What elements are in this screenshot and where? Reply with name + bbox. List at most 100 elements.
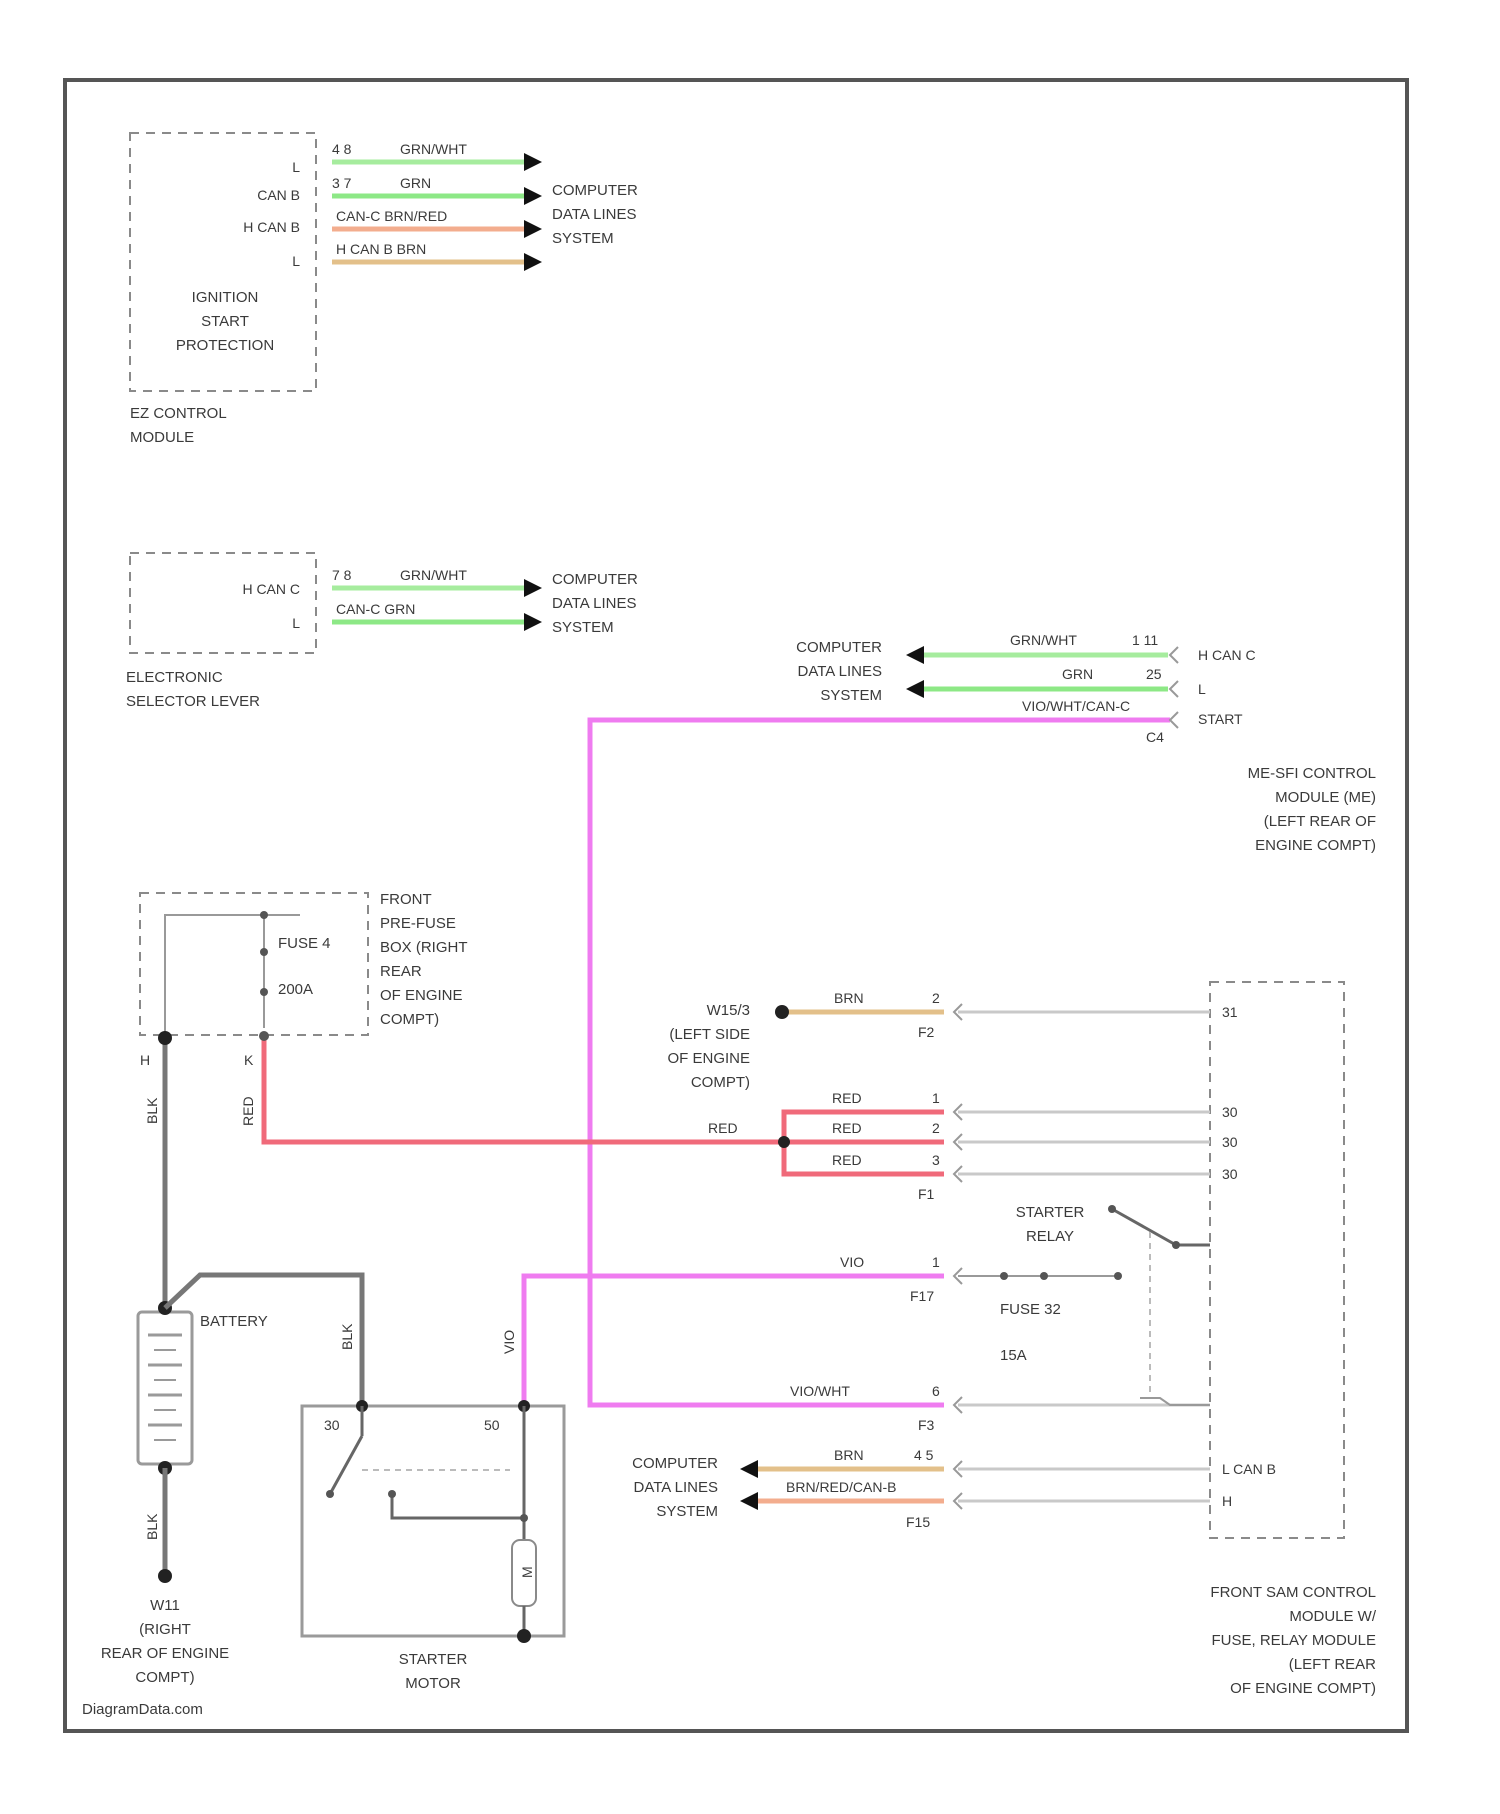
sam-wire-brn-label: BRN xyxy=(834,1447,864,1463)
fuse32-name: FUSE 32 xyxy=(1000,1301,1061,1318)
red-branch-label-2: RED xyxy=(832,1120,862,1136)
starter-relay: STARTER RELAY FUSE 32 15A xyxy=(958,1204,1210,1405)
sam-caption-3: FUSE, RELAY MODULE xyxy=(1212,1632,1377,1649)
me-caption-4: ENGINE COMPT) xyxy=(1255,837,1376,854)
red-conn-f1: F1 xyxy=(918,1186,935,1202)
ezs-arrow-1 xyxy=(524,153,542,171)
me-wire-label-1: GRN/WHT xyxy=(1010,632,1077,648)
prefuse-caption-6: COMPT) xyxy=(380,1011,439,1028)
ezs-internal-2: START xyxy=(201,313,249,330)
sam-pin-30c: 30 xyxy=(1222,1166,1238,1182)
red-main-label: RED xyxy=(708,1120,738,1136)
ezs-wire-label-1: GRN/WHT xyxy=(400,141,467,157)
ezs-wire-label-3: CAN-C BRN/RED xyxy=(336,208,447,224)
ezs-dest-3: SYSTEM xyxy=(552,230,614,247)
prefuse-caption-2: PRE-FUSE xyxy=(380,915,456,932)
conn-me-1 xyxy=(1170,647,1178,663)
esl-arrow-2 xyxy=(524,613,542,631)
front-sam-module: 31 30 30 30 L CAN B H FRONT SAM CONTROL … xyxy=(958,982,1377,1697)
vio-f17-conn: F17 xyxy=(910,1288,934,1304)
node-prefuse-red xyxy=(259,1031,269,1041)
esl-wires: 7 8 GRN/WHT CAN-C GRN COMPUTER DATA LINE… xyxy=(332,567,638,636)
red-branch-label-3: RED xyxy=(832,1152,862,1168)
relay-contact xyxy=(1112,1209,1210,1245)
me-pin-2: L xyxy=(1198,681,1206,697)
relay-pivot xyxy=(1108,1205,1116,1213)
sam-pin-31: 31 xyxy=(1222,1004,1238,1020)
prefuse-busbar xyxy=(165,915,300,1038)
prefuse-node-1 xyxy=(260,911,268,919)
starter-pin-30: 30 xyxy=(324,1417,340,1433)
fuse32-node-1 xyxy=(1000,1272,1008,1280)
starter-pin-50: 50 xyxy=(484,1417,500,1433)
sam-wire-conn-f15: F15 xyxy=(906,1514,930,1530)
me-wire-pins-2: 25 xyxy=(1146,666,1162,682)
prefuse-pin-k: K xyxy=(244,1052,254,1068)
red-pin-1: 1 xyxy=(932,1090,940,1106)
me-wire-label-3: VIO/WHT/CAN-C xyxy=(1022,698,1130,714)
sam-dest-2: DATA LINES xyxy=(634,1479,718,1496)
me-caption-2: MODULE (ME) xyxy=(1275,789,1376,806)
vio-f17-pin: 1 xyxy=(932,1254,940,1270)
vio-wht-f3-label: VIO/WHT xyxy=(790,1383,850,1399)
me-arrow-2 xyxy=(906,680,924,698)
fuse32-node-3 xyxy=(1114,1272,1122,1280)
sam-pin-h: H xyxy=(1222,1493,1232,1509)
esl-module: H CAN C L ELECTRONIC SELECTOR LEVER xyxy=(126,553,316,710)
prefuse-node-3 xyxy=(260,988,268,996)
sam-caption-5: OF ENGINE COMPT) xyxy=(1230,1680,1376,1697)
vio-wht-f3-pin: 6 xyxy=(932,1383,940,1399)
conn-me-2 xyxy=(1170,681,1178,697)
ezs-caption-1: EZ CONTROL xyxy=(130,405,227,422)
ezs-internal-3: PROTECTION xyxy=(176,337,274,354)
vio-vert-label: VIO xyxy=(501,1330,517,1354)
ezs-caption-2: MODULE xyxy=(130,429,194,446)
ezs-arrow-4 xyxy=(524,253,542,271)
vio-f17-label: VIO xyxy=(840,1254,864,1270)
ezs-dest-2: DATA LINES xyxy=(552,206,636,223)
esl-caption-2: SELECTOR LEVER xyxy=(126,693,260,710)
ground-w11-node xyxy=(158,1569,172,1583)
red-branch-1 xyxy=(784,1112,944,1142)
sam-pin-30b: 30 xyxy=(1222,1134,1238,1150)
sam-caption-4: (LEFT REAR xyxy=(1289,1656,1376,1673)
ezs-pin-2: CAN B xyxy=(257,187,300,203)
me-wire-pins-3: C4 xyxy=(1146,729,1164,745)
w11-label-2: (RIGHT xyxy=(139,1621,191,1638)
me-dest-3: SYSTEM xyxy=(820,687,882,704)
sam-wire-brn-pins: 4 5 xyxy=(914,1447,934,1463)
fuse32-rating: 15A xyxy=(1000,1347,1027,1364)
prefuse-caption-3: BOX (RIGHT xyxy=(380,939,468,956)
me-pin-3: START xyxy=(1198,711,1243,727)
sam-can-wires: BRN 4 5 BRN/RED/CAN-B F15 COMPUTER DATA … xyxy=(632,1447,944,1530)
ezs-dest-1: COMPUTER xyxy=(552,182,638,199)
starter-switch-pivot xyxy=(326,1490,334,1498)
esl-wire-pins-1: 7 8 xyxy=(332,567,352,583)
ezs-pin-1: L xyxy=(292,159,300,175)
w15-label-1: W15/3 xyxy=(707,1002,750,1019)
ezs-wire-pins-1: 4 8 xyxy=(332,141,352,157)
vio-wht-f3-conn: F3 xyxy=(918,1417,935,1433)
front-sam-outline xyxy=(1210,982,1344,1538)
ezs-module: L CAN B H CAN B L IGNITION START PROTECT… xyxy=(130,133,316,446)
w11-label-1: W11 xyxy=(150,1597,180,1614)
me-pin-1: H CAN C xyxy=(1198,647,1256,663)
vio-starter-wire xyxy=(524,1276,944,1404)
brn-ground-pin: 2 xyxy=(932,990,940,1006)
prefuse-caption-5: OF ENGINE xyxy=(380,987,463,1004)
ezs-wires: 4 8 GRN/WHT 3 7 GRN CAN-C BRN/RED H CAN … xyxy=(332,141,638,271)
brn-ground-conn: F2 xyxy=(918,1024,935,1040)
prefuse-caption-4: REAR xyxy=(380,963,422,980)
brn-ground-label: BRN xyxy=(834,990,864,1006)
sam-caption-1: FRONT SAM CONTROL xyxy=(1210,1584,1376,1601)
red-pin-2: 2 xyxy=(932,1120,940,1136)
ezs-pin-3: H CAN B xyxy=(243,219,300,235)
diagram-frame xyxy=(65,80,1407,1731)
prefuse-pin-h: H xyxy=(140,1052,150,1068)
sam-dest-3: SYSTEM xyxy=(656,1503,718,1520)
me-wire-pins-1: 1 11 xyxy=(1132,632,1158,648)
esl-wire-label-1: GRN/WHT xyxy=(400,567,467,583)
starter-caption-2: MOTOR xyxy=(405,1675,461,1692)
w11-label-3: REAR OF ENGINE xyxy=(101,1645,229,1662)
starter-switch-b xyxy=(330,1436,362,1494)
